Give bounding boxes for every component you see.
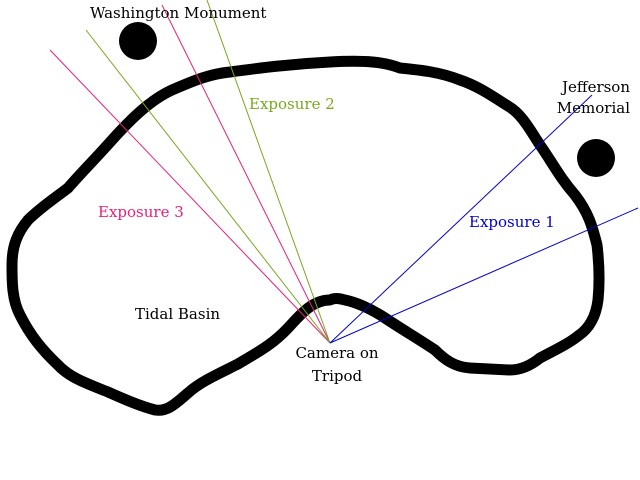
exposure-3-ray-right [161,4,331,344]
jefferson-memorial-label-line2: Memorial [557,99,630,117]
camera-label-line2: Tripod [312,367,363,385]
exposure-2-ray-left [85,29,331,344]
camera-label-line1: Camera on [295,344,378,362]
tidal-basin-outline [6,55,605,416]
jefferson-memorial-label-line1: Jefferson [560,78,630,96]
tidal-basin-label: Tidal Basin [135,305,220,323]
washington-monument-label: Washington Monument [90,4,266,22]
exposure-1-ray-upper [329,94,593,344]
exposure-2-ray-right [206,0,331,344]
washington-monument-marker [119,22,157,60]
exposure-3-ray-left [49,49,331,344]
exposure-1-label: Exposure 1 [469,213,555,231]
jefferson-memorial-marker [577,139,615,177]
exposure-3-label: Exposure 3 [98,203,184,221]
exposure-1-ray-lower [329,207,639,344]
exposure-2-label: Exposure 2 [249,95,335,113]
